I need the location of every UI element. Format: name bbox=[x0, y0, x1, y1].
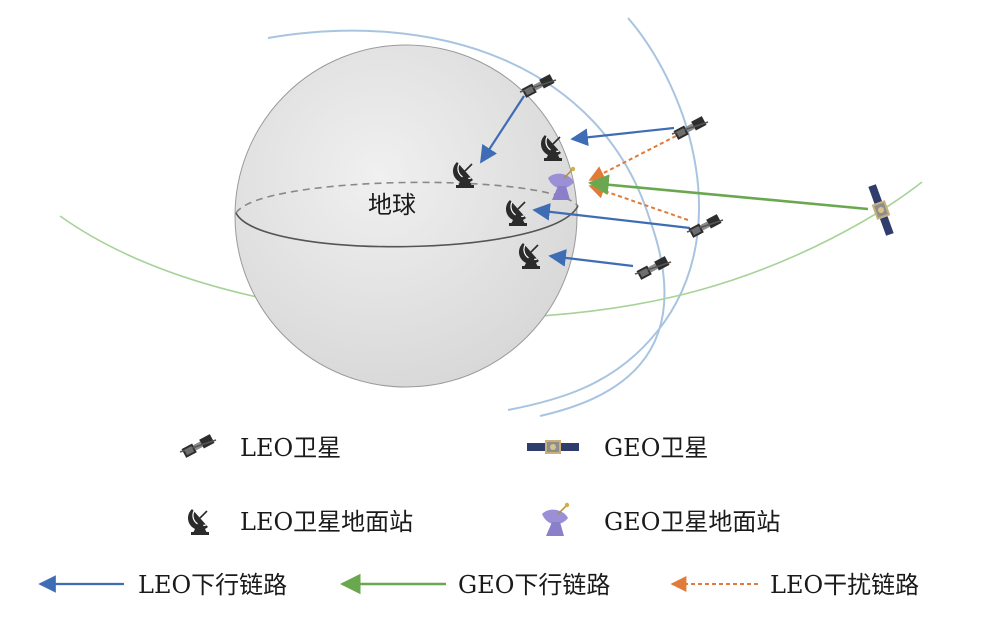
legend-geo-ground-station-label: GEO卫星地面站 bbox=[604, 508, 780, 536]
legend-geo-ground-station-icon bbox=[541, 502, 570, 537]
legend-leo-satellite-icon bbox=[179, 433, 217, 459]
legend-geo-downlink-label: GEO下行链路 bbox=[458, 571, 610, 599]
leo-downlink-3 bbox=[532, 203, 691, 230]
leo-orbit-1 bbox=[267, 29, 666, 417]
legend-leo-satellite-label: LEO卫星 bbox=[240, 434, 341, 462]
leo-downlink-2 bbox=[570, 126, 675, 147]
legend-geo-satellite-icon bbox=[527, 440, 579, 454]
legend-leo-ground-station-icon bbox=[187, 508, 210, 536]
interference-link-1 bbox=[588, 135, 677, 181]
leo-downlink-1 bbox=[480, 95, 525, 164]
legend-interference-label: LEO干扰链路 bbox=[770, 571, 919, 599]
equator-back bbox=[235, 181, 579, 214]
legend-geo-satellite-label: GEO卫星 bbox=[604, 434, 708, 462]
legend-leo-ground-station-label: LEO卫星地面站 bbox=[240, 508, 413, 536]
leo-downlink-4 bbox=[548, 249, 634, 268]
leo-satellite-icon bbox=[686, 213, 724, 239]
earth-label: 地球 bbox=[368, 191, 416, 219]
geo-downlink bbox=[587, 174, 869, 211]
geo-orbit bbox=[59, 181, 923, 320]
equator-front bbox=[235, 205, 579, 248]
leo-satellite-icon bbox=[634, 255, 672, 281]
leo-orbit-2 bbox=[507, 17, 700, 411]
geo-satellite-icon bbox=[865, 183, 897, 237]
legend-leo-downlink-label: LEO下行链路 bbox=[138, 571, 287, 599]
